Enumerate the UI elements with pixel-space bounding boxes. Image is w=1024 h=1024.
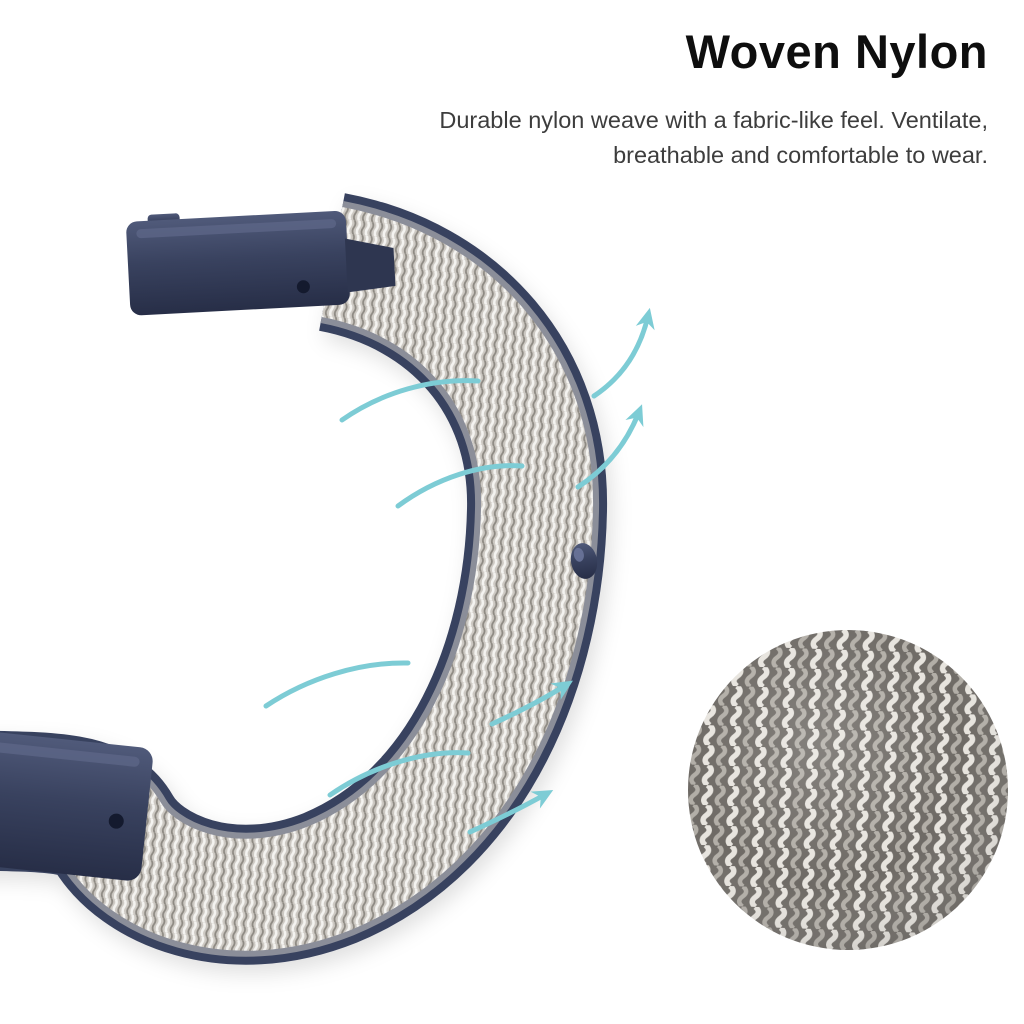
connector-highlight: [136, 219, 337, 239]
texture-detail-shading: [688, 630, 1008, 950]
airflow-arrow: [591, 307, 655, 399]
connector-end-tab: [344, 238, 396, 293]
airflow-line: [327, 750, 471, 798]
product-description: Durable nylon weave with a fabric-like f…: [439, 103, 988, 174]
description-line-2: breathable and comfortable to wear.: [613, 142, 988, 169]
connector-screw-hole: [296, 280, 310, 294]
connector-screw-hole: [108, 813, 124, 829]
airflow-line: [395, 463, 525, 509]
page-title: Woven Nylon: [685, 25, 988, 78]
top-strap-connector: [126, 210, 396, 316]
connector-bar: [126, 210, 350, 316]
band-pin: [570, 543, 598, 579]
connector-bar: [0, 726, 153, 881]
connector-highlight: [0, 736, 140, 767]
band-pin-highlight: [573, 547, 584, 562]
airflow-arrow: [575, 404, 644, 490]
airflow-arrows: [263, 307, 655, 835]
airflow-line: [339, 378, 481, 423]
airflow-arrow: [489, 680, 573, 727]
left-strap-connector: [0, 726, 153, 881]
airflow-line: [263, 660, 411, 709]
airflow-arrow: [467, 789, 554, 835]
fabric-texture-detail: [688, 630, 1008, 950]
description-line-1: Durable nylon weave with a fabric-like f…: [439, 107, 988, 133]
